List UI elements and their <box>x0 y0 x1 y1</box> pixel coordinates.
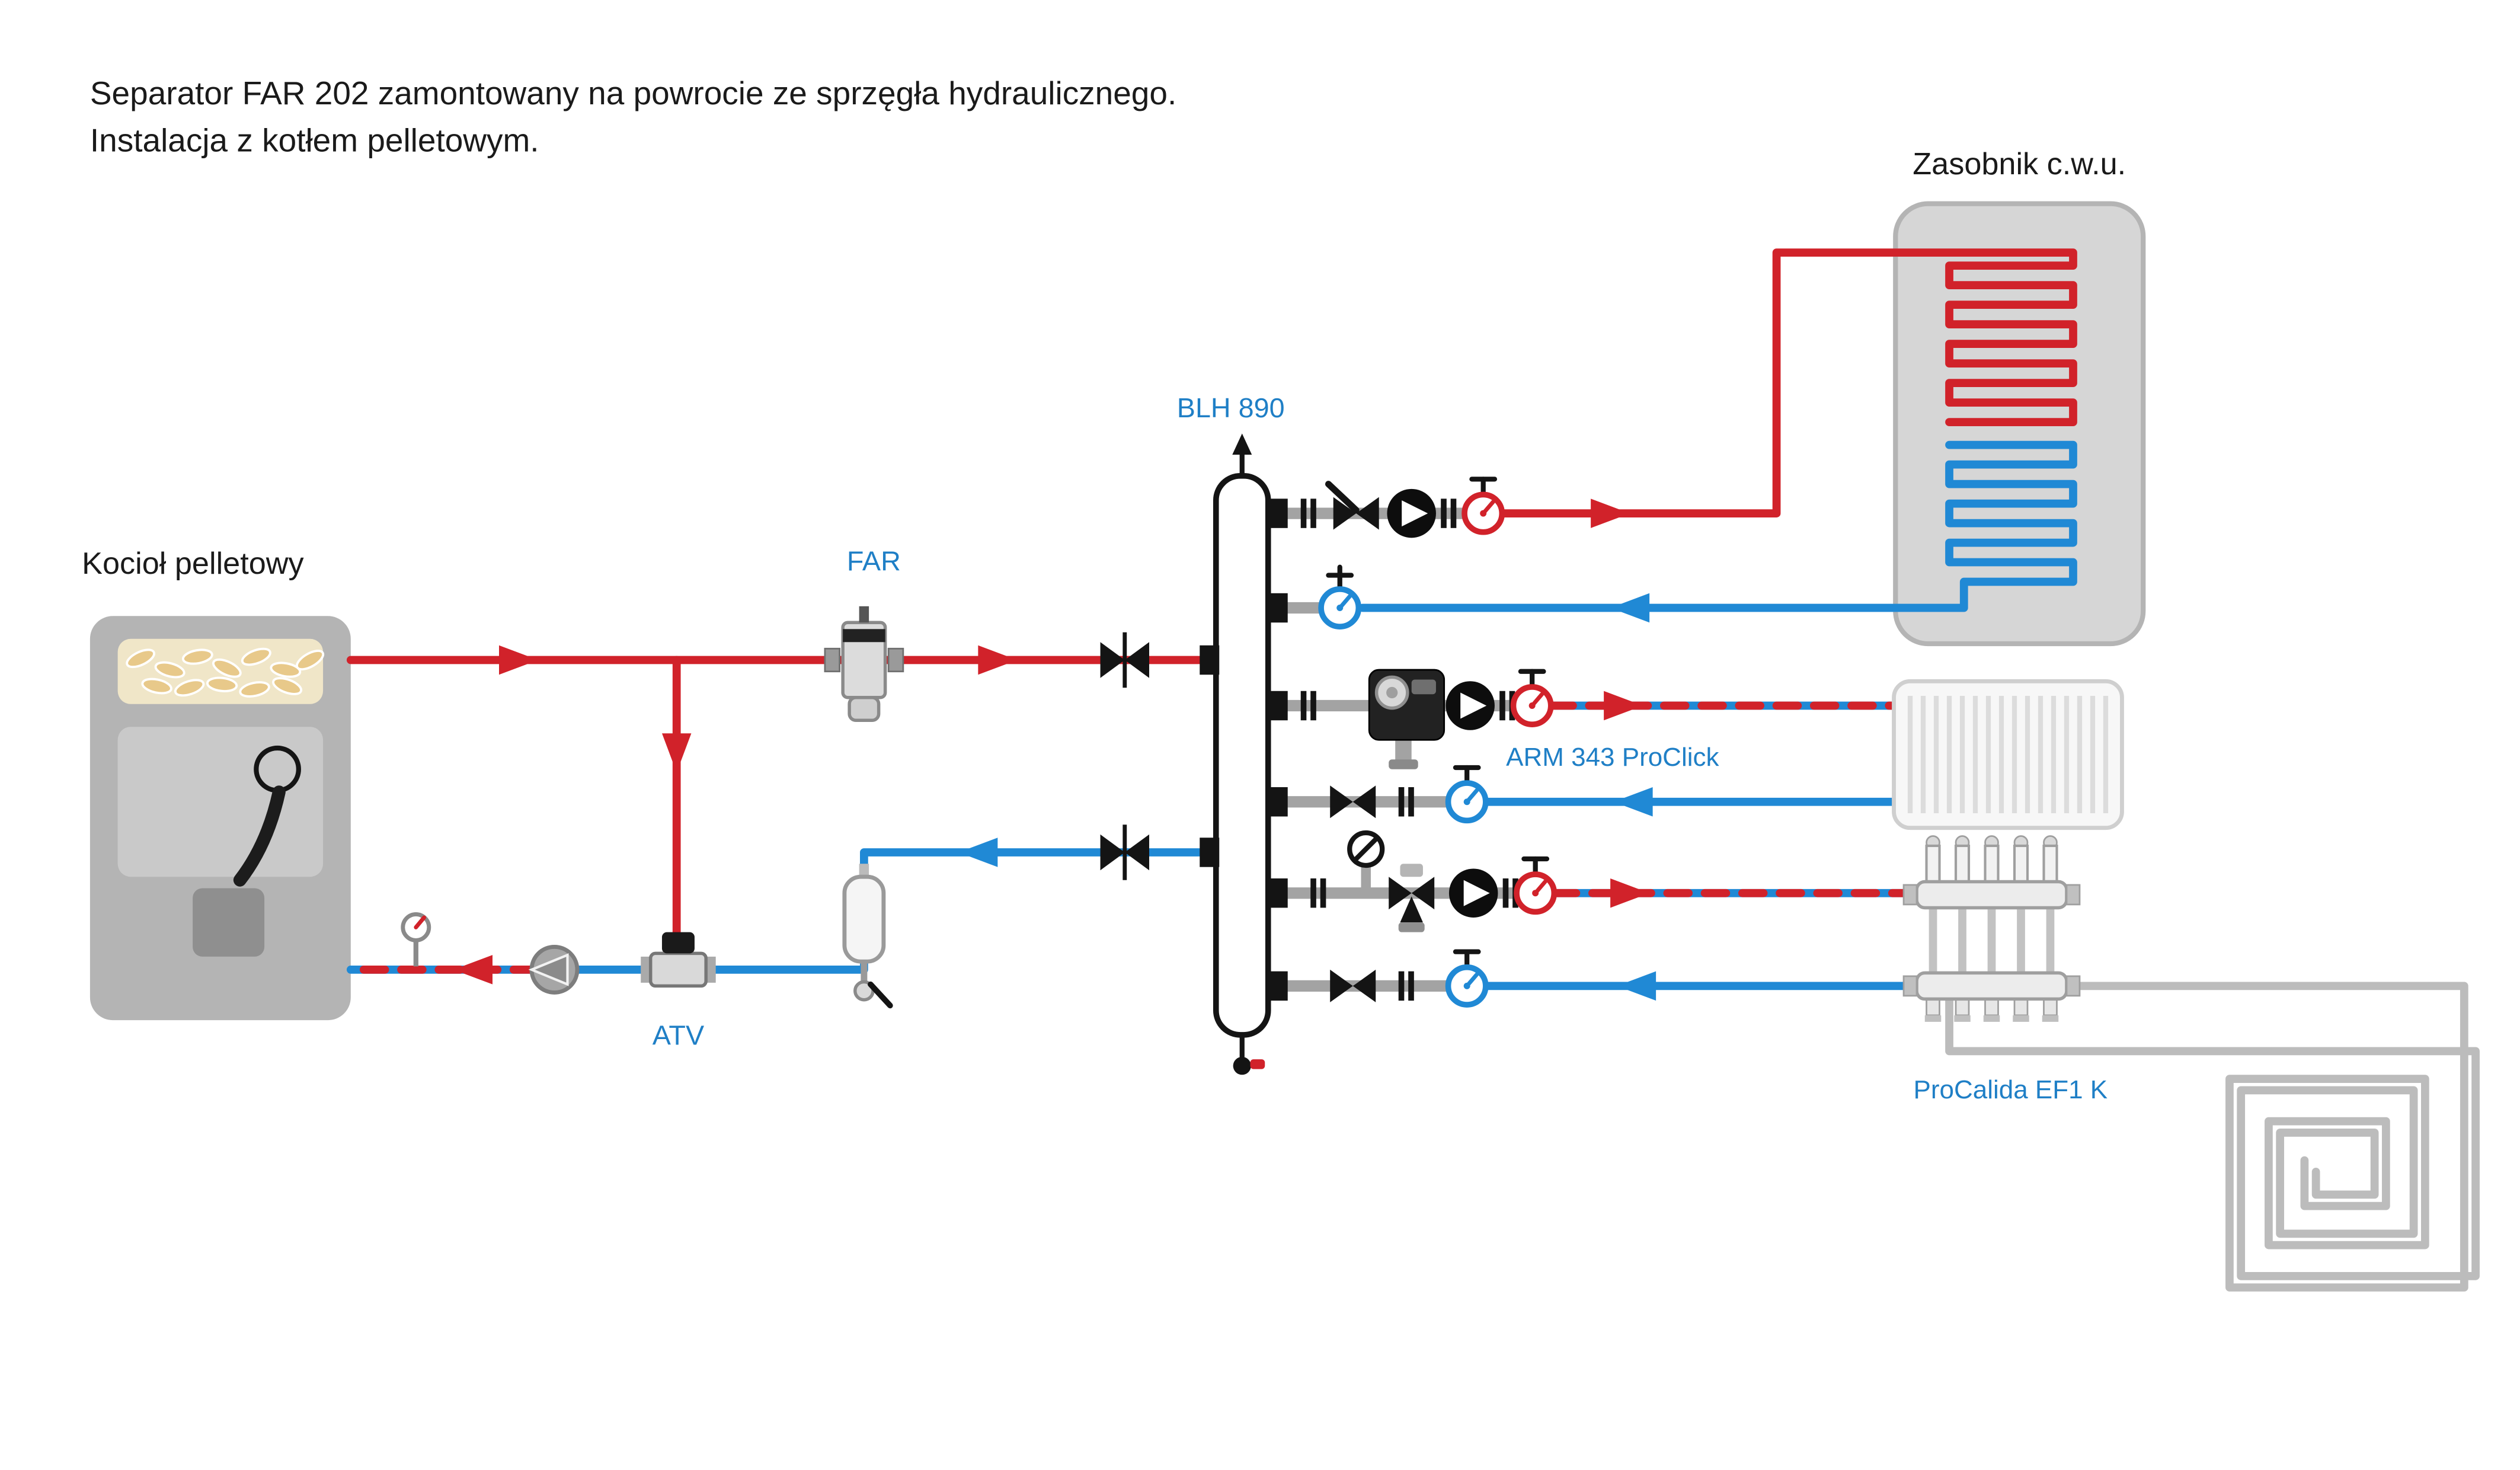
boiler-label: Kocioł pelletowy <box>82 547 303 581</box>
arrow-left-icon <box>1613 787 1653 817</box>
floor-loop-pipe-inner <box>1945 995 2480 1280</box>
pump-icon <box>1387 488 1436 538</box>
union-fitting <box>1398 971 1414 1001</box>
circuit-radiator-return <box>1330 765 1489 824</box>
hydraulic-header <box>1200 433 1288 1075</box>
lever-valve-icon <box>1325 481 1379 530</box>
separator-drain-lever <box>868 981 893 1009</box>
boiler-thermometer-icon <box>401 912 431 967</box>
far-label: FAR <box>847 545 901 576</box>
loop-valves <box>1924 998 2059 1022</box>
pellet-boiler <box>89 616 351 1021</box>
arrow-right-icon <box>978 645 1018 675</box>
thermometer-gauge-blue-icon <box>1445 765 1489 824</box>
union-fitting <box>1398 787 1414 817</box>
union-fitting <box>1300 498 1316 528</box>
fill-ball-valve-icon <box>1347 830 1385 889</box>
circuit-dhw-return <box>1318 564 1362 629</box>
return-shutoff-valve-icon <box>1100 825 1150 880</box>
header-body <box>1213 473 1271 1038</box>
dhw-flow-pipe-and-coil <box>1498 248 2077 517</box>
circuit-radiator-flow <box>1300 669 1554 769</box>
floor-manifold-label: ProCalida EF1 K <box>1914 1075 2108 1104</box>
radiator-body <box>1892 679 2124 830</box>
mixing-unit-label: ARM 343 ProClick <box>1506 743 1719 772</box>
dhw-tank-label: Zasobnik c.w.u. <box>1913 147 2126 181</box>
flow-meters <box>1925 835 2058 883</box>
title-line-2: Instalacja z kotłem pelletowym. <box>90 122 539 159</box>
pellets-icon <box>126 647 325 698</box>
atv-knob <box>661 932 695 954</box>
flow-arrows <box>453 498 1656 1001</box>
manifold-return-bar <box>1915 971 2068 1001</box>
circuit-dhw-flow <box>1300 477 1505 538</box>
pump-icon <box>1446 681 1495 730</box>
arrow-right-icon <box>499 645 538 675</box>
arrow-left-icon <box>1617 971 1656 1001</box>
supply-shutoff-valve-icon <box>1100 632 1150 688</box>
dirt-separator <box>842 864 893 1009</box>
floor-manifold <box>1902 835 2081 1022</box>
atv-label: ATV <box>653 1020 704 1050</box>
thermometer-gauge-red-icon <box>1462 477 1505 535</box>
pump-icon <box>1448 868 1498 918</box>
thermometer-gauge-blue-icon <box>1445 949 1489 1008</box>
atv-valve <box>641 932 716 988</box>
hydraulic-header-label: BLH 890 <box>1177 392 1285 423</box>
circuit-floor-return <box>1330 949 1489 1008</box>
arrow-down-icon <box>661 733 692 773</box>
arrow-left-icon <box>1610 593 1650 623</box>
union-fitting <box>1441 498 1457 528</box>
boiler-pump-icon <box>528 944 580 995</box>
auger-icon <box>233 785 286 887</box>
mixing-unit-arm343 <box>1368 669 1446 769</box>
air-vent-icon <box>1232 433 1252 455</box>
union-fitting <box>1310 878 1326 908</box>
header-flanges <box>1200 498 1288 1001</box>
thermometer-gauge-red-icon <box>1510 669 1554 727</box>
ash-box <box>193 888 265 957</box>
boiler-front-panel <box>117 727 324 877</box>
dhw-return-pipe-and-coil <box>1358 440 2077 612</box>
thermometer-gauge-blue-icon <box>1318 564 1362 629</box>
union-fitting <box>1300 691 1316 721</box>
drain-valve-handle <box>1250 1059 1265 1069</box>
arrow-right-icon <box>1604 691 1643 721</box>
shutoff-valve-icon <box>1330 785 1376 819</box>
floor-heating-loop <box>1945 982 2480 1292</box>
arrow-right-icon <box>1591 498 1630 528</box>
radiator-fins <box>1907 696 2109 813</box>
title-line-1: Separator FAR 202 zamontowany na powroci… <box>90 75 1176 111</box>
shutoff-valve-icon <box>1330 969 1376 1002</box>
arrow-left-icon <box>958 838 998 867</box>
mixing-valve-icon <box>1389 864 1435 932</box>
floor-loop-pipe-outer <box>2062 982 2468 1292</box>
radiator <box>1892 679 2124 830</box>
drain-valve-icon <box>1233 1057 1251 1075</box>
manifold-flow-bar <box>1915 880 2068 910</box>
far-separator <box>824 606 904 723</box>
thermometer-gauge-red-icon <box>1514 856 1558 915</box>
arrow-right-icon <box>1610 878 1650 908</box>
arrow-left-icon <box>453 955 493 985</box>
circuit-floor-flow <box>1310 830 1558 932</box>
